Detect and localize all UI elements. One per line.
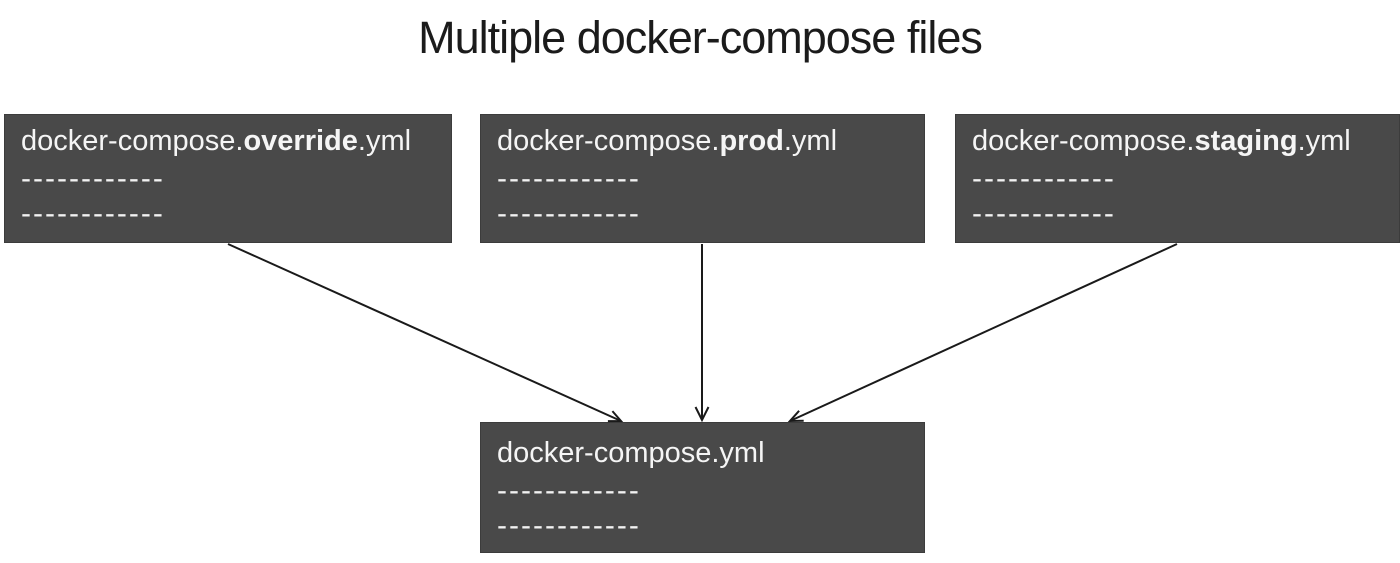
content-placeholder-line: ------------ [972,162,1116,195]
arrow-override-to-base [227,243,624,423]
diagram-title: Multiple docker-compose files [418,12,983,63]
file-name: docker-compose.override.yml [21,121,451,161]
arrow-staging-to-base [787,243,1178,423]
arrowhead-icon [694,406,710,423]
node-docker-compose-base: docker-compose.yml ------------ --------… [480,422,925,553]
file-name: docker-compose.prod.yml [497,121,924,161]
content-placeholder-line: ------------ [21,197,165,230]
node-docker-compose-override: docker-compose.override.yml ------------… [4,114,452,243]
file-name-suffix: .yml [357,125,412,157]
file-name: docker-compose.yml [497,433,924,473]
node-docker-compose-prod: docker-compose.prod.yml ------------ ---… [480,114,925,243]
file-name-variant: override [243,125,358,157]
file-name-suffix: .yml [783,125,838,157]
file-name-variant: prod [719,125,784,157]
content-placeholder-line: ------------ [497,197,641,230]
node-docker-compose-staging: docker-compose.staging.yml ------------ … [955,114,1400,243]
content-placeholder-line: ------------ [21,162,165,195]
content-placeholder-line: ------------ [497,509,641,542]
arrowhead-icon [787,410,804,423]
content-placeholder-line: ------------ [972,197,1116,230]
file-name-prefix: docker-compose. [497,125,720,157]
content-placeholder-line: ------------ [497,474,641,507]
file-name-variant: staging [1194,125,1298,157]
arrow-prod-to-base [694,244,710,423]
arrowhead-icon [607,410,624,423]
file-name: docker-compose.staging.yml [972,121,1399,161]
file-name-prefix: docker-compose. [21,125,244,157]
file-name-prefix: docker-compose.yml [497,437,765,469]
file-name-suffix: .yml [1297,125,1351,157]
content-placeholder-line: ------------ [497,162,641,195]
file-name-prefix: docker-compose. [972,125,1195,157]
